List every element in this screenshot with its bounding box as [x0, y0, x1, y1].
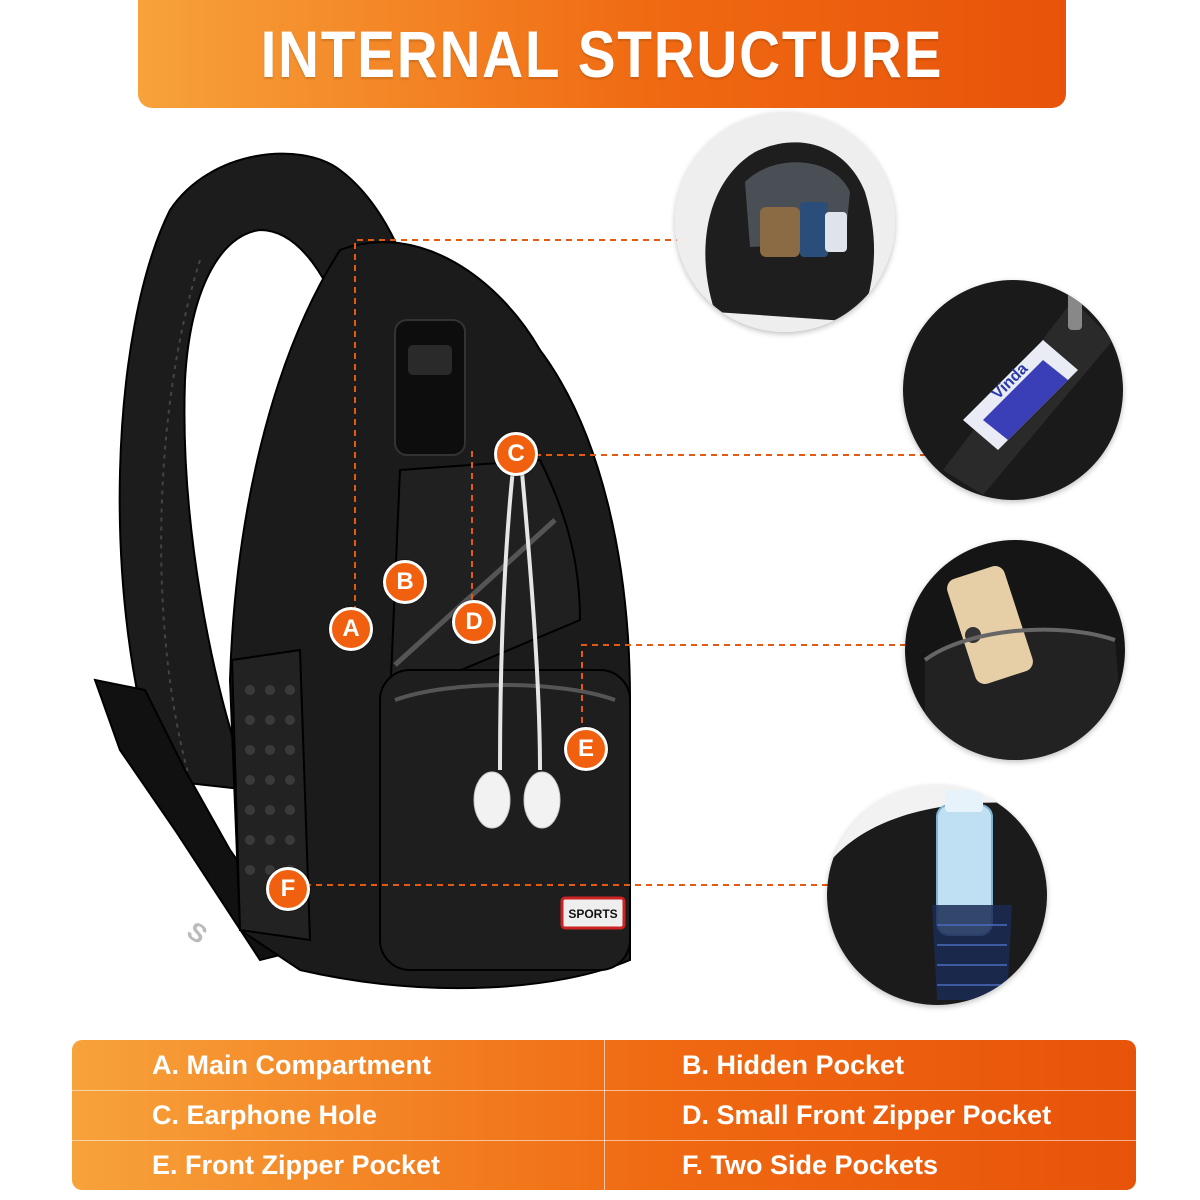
svg-text:SPORTS: SPORTS	[568, 907, 617, 921]
banner-title: INTERNAL STRUCTURE	[260, 17, 944, 91]
legend-table: A. Main Compartment B. Hidden Pocket C. …	[72, 1040, 1136, 1190]
detail-phone-pocket	[905, 540, 1125, 760]
buckle	[394, 319, 466, 456]
marker-f: F	[266, 867, 310, 911]
legend-item-d: D. Small Front Zipper Pocket	[682, 1100, 1052, 1130]
legend-row: E. Front Zipper Pocket F. Two Side Pocke…	[72, 1140, 1136, 1190]
earbud-right	[523, 771, 561, 829]
legend-item-b: B. Hidden Pocket	[682, 1050, 905, 1080]
detail-main-compartment	[675, 112, 895, 332]
svg-text:S: S	[182, 915, 213, 950]
legend-row: A. Main Compartment B. Hidden Pocket	[72, 1040, 1136, 1091]
marker-b: B	[383, 560, 427, 604]
legend-item-e: E. Front Zipper Pocket	[152, 1150, 441, 1180]
legend-divider	[604, 1040, 605, 1190]
marker-c: C	[494, 432, 538, 476]
marker-a: A	[329, 607, 373, 651]
detail-hidden-pocket: Vinda	[903, 280, 1123, 500]
legend-item-f: F. Two Side Pockets	[682, 1150, 939, 1180]
marker-d: D	[452, 600, 496, 644]
title-banner: INTERNAL STRUCTURE	[138, 0, 1066, 108]
marker-e: E	[564, 727, 608, 771]
detail-side-bottle-pocket	[827, 785, 1047, 1005]
legend-row: C. Earphone Hole D. Small Front Zipper P…	[72, 1090, 1136, 1141]
legend-item-c: C. Earphone Hole	[152, 1100, 378, 1130]
legend-item-a: A. Main Compartment	[152, 1050, 432, 1080]
sports-badge	[560, 896, 626, 930]
earbud-left	[473, 771, 511, 829]
